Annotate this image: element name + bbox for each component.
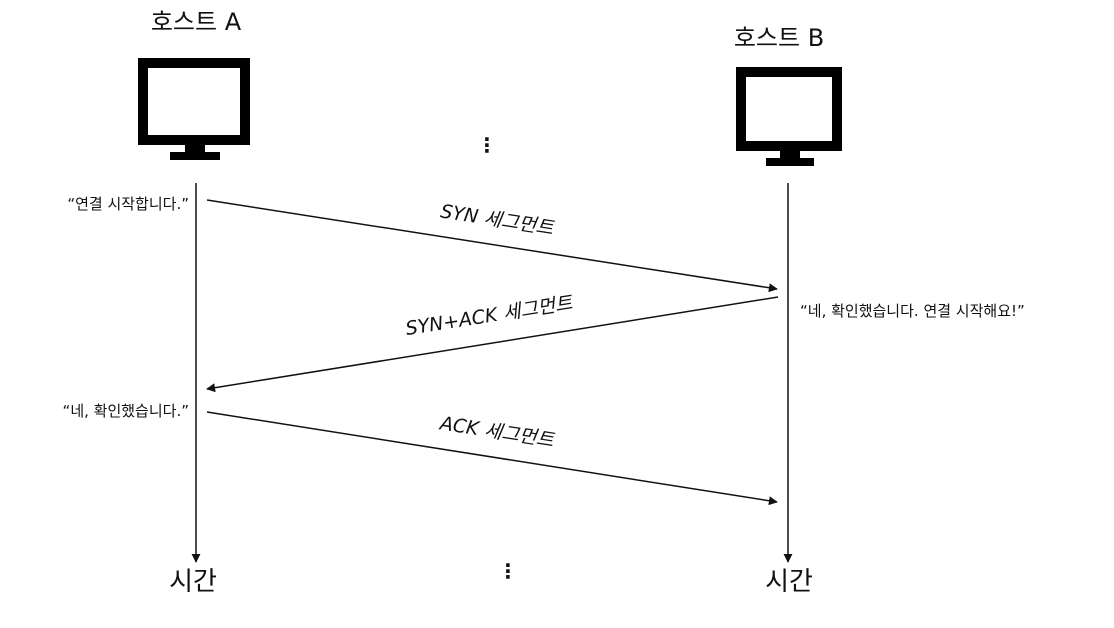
host-b-label: 호스트 B: [734, 24, 824, 52]
monitor-icon: [138, 58, 250, 160]
host-b-time-label: 시간: [765, 567, 813, 597]
host-a-confirm-quote: “네, 확인했습니다.”: [63, 402, 189, 420]
syn-arrow: [206, 199, 778, 293]
host-b-confirm-quote: “네, 확인했습니다. 연결 시작해요!”: [800, 302, 1025, 320]
ellipsis-top: ⋮: [477, 133, 497, 157]
monitor-icon: [736, 67, 842, 166]
host-a-time-label: 시간: [169, 567, 217, 597]
syn-segment-label: SYN 세그먼트: [439, 200, 556, 239]
syn-ack-segment-label: SYN+ACK 세그먼트: [404, 292, 575, 340]
host-a-label: 호스트 A: [151, 8, 242, 36]
ack-segment-label: ACK 세그먼트: [437, 412, 557, 452]
host-a-start-quote: “연결 시작합니다.”: [67, 195, 189, 213]
ellipsis-bottom: ⋮: [498, 559, 518, 583]
syn-ack-arrow: [206, 296, 779, 393]
ack-arrow: [206, 411, 778, 506]
